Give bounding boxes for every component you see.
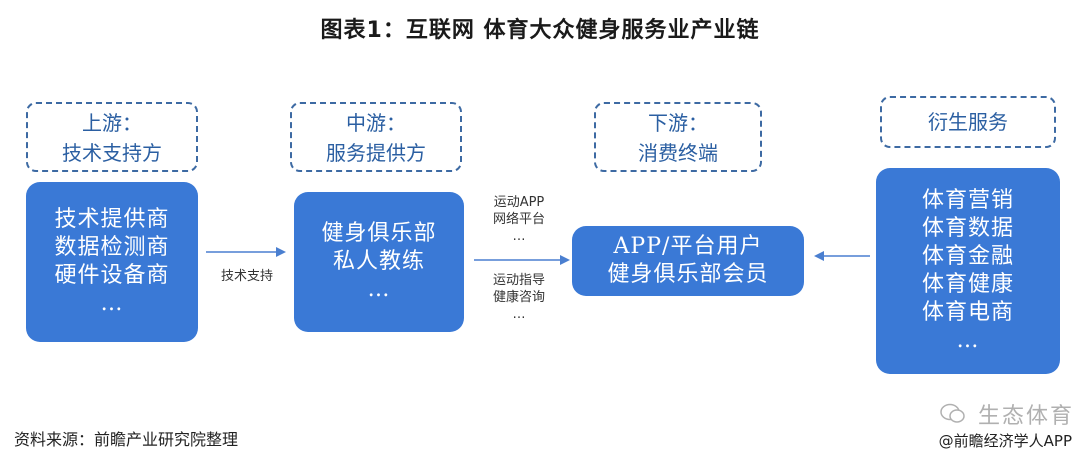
upstream-label: 上游： 技术支持方 bbox=[26, 102, 198, 172]
arrow-label-app-line: … bbox=[512, 229, 526, 244]
source-note: 资料来源：前瞻产业研究院整理 bbox=[14, 430, 239, 449]
arrow-label-guidance-line: 健康咨询 bbox=[492, 290, 545, 305]
upstream-label-line2: 技术支持方 bbox=[62, 141, 162, 165]
derivative-label-text: 衍生服务 bbox=[928, 110, 1008, 134]
downstream-label-line2: 消费终端 bbox=[638, 141, 718, 165]
derivative-item: … bbox=[956, 328, 980, 353]
watermark-text: 生态体育 bbox=[977, 404, 1074, 429]
arrow-label-guidance: 运动指导 健康咨询 … bbox=[474, 272, 564, 323]
upstream-item: 硬件设备商 bbox=[54, 263, 170, 288]
derivative-item: 体育数据 bbox=[921, 216, 1014, 241]
arrow-mid-to-down-head bbox=[560, 255, 570, 265]
arrow-up-to-mid-head bbox=[276, 247, 286, 257]
derivative-item: 体育电商 bbox=[921, 300, 1014, 325]
derivative-item: 体育营销 bbox=[921, 188, 1014, 213]
arrow-label-app-platform: 运动APP 网络平台 … bbox=[474, 194, 564, 245]
arrow-mid-to-down bbox=[474, 255, 570, 265]
derivative-item: 体育健康 bbox=[921, 272, 1014, 297]
wechat-icon bbox=[940, 403, 965, 423]
upstream-item: 数据检测商 bbox=[54, 235, 170, 260]
upstream-label-line1: 上游： bbox=[82, 111, 142, 135]
upstream-box: 技术提供商 数据检测商 硬件设备商 … bbox=[26, 182, 198, 342]
midstream-item: 健身俱乐部 bbox=[321, 221, 437, 246]
arrow-label-tech-support: 技术支持 bbox=[220, 269, 273, 284]
upstream-item: … bbox=[100, 291, 124, 316]
chart-title: 图表1：互联网 体育大众健身服务业产业链 bbox=[320, 18, 760, 43]
derivative-box: 体育营销 体育数据 体育金融 体育健康 体育电商 … bbox=[876, 168, 1060, 374]
arrow-derivative-to-down bbox=[814, 251, 870, 261]
arrow-label-app-line: 运动APP bbox=[493, 195, 545, 210]
midstream-item: 私人教练 bbox=[332, 249, 425, 274]
derivative-item: 体育金融 bbox=[921, 244, 1014, 269]
arrow-label-guidance-line: 运动指导 bbox=[492, 273, 545, 288]
arrow-label-guidance-line: … bbox=[512, 307, 526, 322]
downstream-item: APP/平台用户 bbox=[613, 234, 763, 259]
downstream-label: 下游： 消费终端 bbox=[594, 102, 762, 172]
midstream-label-line2: 服务提供方 bbox=[326, 141, 426, 165]
midstream-label: 中游： 服务提供方 bbox=[290, 102, 462, 172]
arrow-derivative-to-down-head bbox=[814, 251, 824, 261]
midstream-box: 健身俱乐部 私人教练 … bbox=[294, 192, 464, 332]
downstream-item: 健身俱乐部会员 bbox=[607, 262, 769, 287]
arrow-label-app-line: 网络平台 bbox=[492, 212, 545, 227]
credit-note: @前瞻经济学人APP bbox=[938, 432, 1072, 450]
arrow-up-to-mid bbox=[206, 247, 286, 257]
derivative-label: 衍生服务 bbox=[880, 96, 1056, 148]
midstream-item: … bbox=[367, 277, 391, 302]
downstream-box: APP/平台用户 健身俱乐部会员 bbox=[572, 226, 804, 296]
downstream-label-line1: 下游： bbox=[648, 111, 708, 135]
upstream-item: 技术提供商 bbox=[54, 207, 170, 232]
midstream-label-line1: 中游： bbox=[346, 111, 406, 135]
